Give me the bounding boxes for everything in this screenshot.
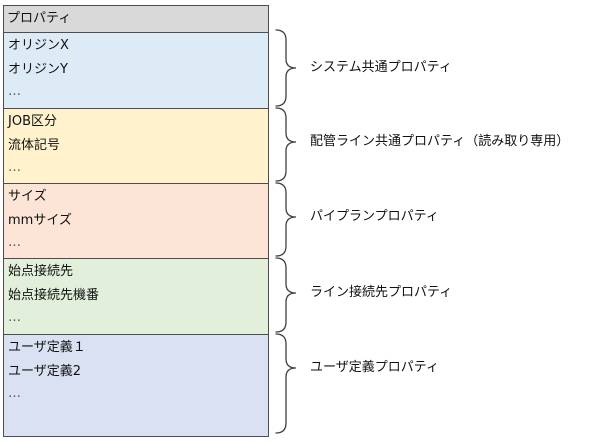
section-piping-line-common: JOB区分 流体記号 … bbox=[4, 109, 268, 184]
property-start-connection-equipment-no: 始点接続先機番 bbox=[8, 288, 100, 303]
label-line-connection: ライン接続先プロパティ bbox=[310, 285, 453, 300]
property-user-defined-2: ユーザ定義2 bbox=[8, 364, 82, 379]
label-piping-line-common: 配管ライン共通プロパティ（読み取り専用） bbox=[310, 134, 570, 149]
property-start-connection: 始点接続先 bbox=[8, 264, 74, 279]
section-pipe-run: サイズ mmサイズ … bbox=[4, 184, 268, 259]
property-job-category: JOB区分 bbox=[8, 114, 57, 129]
ellipsis: … bbox=[8, 386, 21, 401]
ellipsis: … bbox=[8, 235, 21, 250]
property-mm-size: mmサイズ bbox=[8, 213, 72, 228]
property-table: プロパティ オリジンX オリジンY … JOB区分 流体記号 … サイズ mmサ… bbox=[3, 5, 269, 437]
section-user-defined: ユーザ定義１ ユーザ定義2 … bbox=[4, 335, 268, 436]
ellipsis: … bbox=[8, 310, 21, 325]
section-line-connection: 始点接続先 始点接続先機番 … bbox=[4, 259, 268, 335]
property-size: サイズ bbox=[8, 189, 47, 204]
bracket-pipe bbox=[275, 182, 297, 257]
property-origin-x: オリジンX bbox=[8, 38, 69, 53]
bracket-system bbox=[275, 29, 297, 107]
section-system-common: オリジンX オリジンY … bbox=[4, 33, 268, 109]
bracket-piping bbox=[275, 107, 297, 182]
label-pipe-run: パイプランプロパティ bbox=[310, 209, 439, 224]
ellipsis: … bbox=[8, 84, 21, 99]
property-user-defined-1: ユーザ定義１ bbox=[8, 340, 86, 355]
label-user-defined: ユーザ定義プロパティ bbox=[310, 360, 439, 375]
bracket-line bbox=[275, 257, 297, 333]
property-fluid-symbol: 流体記号 bbox=[8, 138, 61, 153]
label-system-common: システム共通プロパティ bbox=[310, 60, 452, 75]
bracket-user bbox=[275, 333, 297, 434]
property-origin-y: オリジンY bbox=[8, 62, 68, 77]
table-header: プロパティ bbox=[4, 6, 268, 33]
ellipsis: … bbox=[8, 160, 21, 175]
